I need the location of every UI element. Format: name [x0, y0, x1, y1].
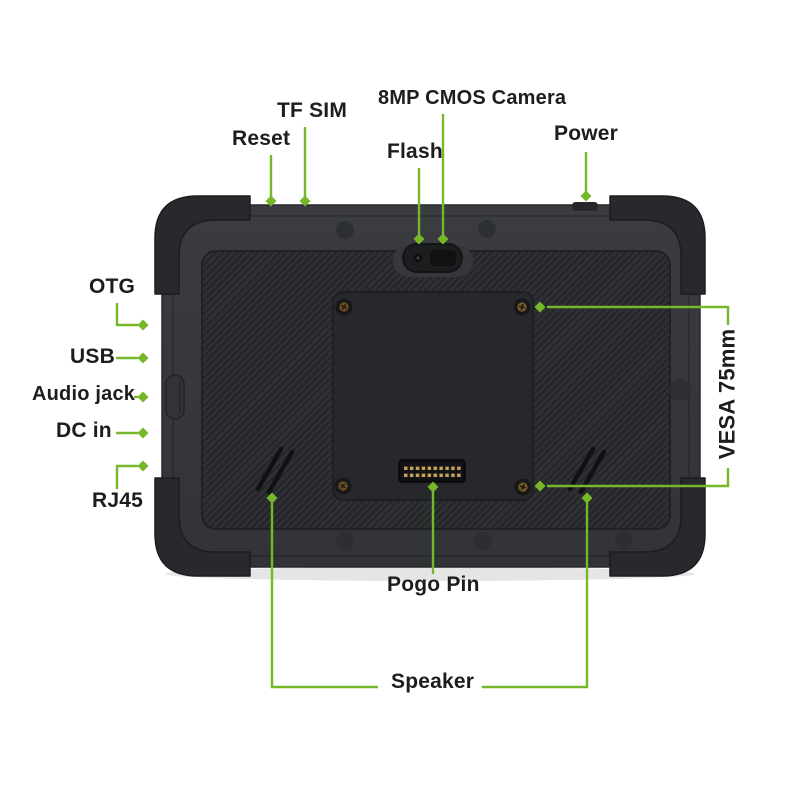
- device-shadow: [165, 567, 695, 581]
- vesa-screw-top-left: [335, 298, 353, 316]
- port-cover-flap: [165, 374, 185, 420]
- label-audio-jack: Audio jack: [32, 383, 136, 405]
- vesa-plate: [332, 291, 534, 501]
- callout-lines: [115, 114, 730, 689]
- label-usb: USB: [70, 345, 115, 368]
- label-tf-sim: TF SIM: [277, 99, 348, 122]
- label-power: Power: [554, 122, 619, 145]
- label-speaker: Speaker: [391, 670, 475, 693]
- camera-module: [393, 243, 473, 277]
- label-pogo-pin: Pogo Pin: [387, 573, 480, 596]
- corner-bumper-bottom-right: [609, 477, 706, 577]
- label-reset: Reset: [232, 127, 291, 150]
- frame-recess-marks: [336, 220, 691, 550]
- callout-line-vesa-top: [547, 305, 730, 325]
- corner-bumper-top-left: [154, 195, 251, 295]
- camera-lens: [430, 250, 456, 266]
- vesa-screw-bottom-left: [334, 477, 352, 495]
- speaker-grille-left: [255, 446, 295, 495]
- label-vesa-75mm: VESA 75mm: [714, 328, 740, 460]
- callout-line-speaker-left: [270, 502, 378, 689]
- corner-bumper-top-right: [609, 195, 706, 295]
- label-rj45: RJ45: [92, 489, 144, 512]
- label-camera: 8MP CMOS Camera: [378, 87, 567, 109]
- label-flash: Flash: [387, 140, 443, 163]
- callout-line-vesa-bottom: [547, 468, 730, 488]
- vesa-screw-top-right: [513, 298, 531, 316]
- vesa-screws: [334, 298, 532, 496]
- label-otg: OTG: [89, 275, 136, 298]
- flash-led: [413, 253, 423, 263]
- corner-bumpers: [154, 195, 706, 577]
- callout-line-rj45: [115, 464, 138, 489]
- power-button: [572, 202, 598, 211]
- callout-line-speaker-right: [482, 502, 589, 689]
- pogo-pin-connector: [398, 459, 466, 483]
- callout-line-otg: [115, 303, 138, 327]
- corner-bumper-bottom-left: [154, 477, 251, 577]
- label-dc-in: DC in: [56, 419, 112, 442]
- vesa-screw-bottom-right: [514, 478, 532, 496]
